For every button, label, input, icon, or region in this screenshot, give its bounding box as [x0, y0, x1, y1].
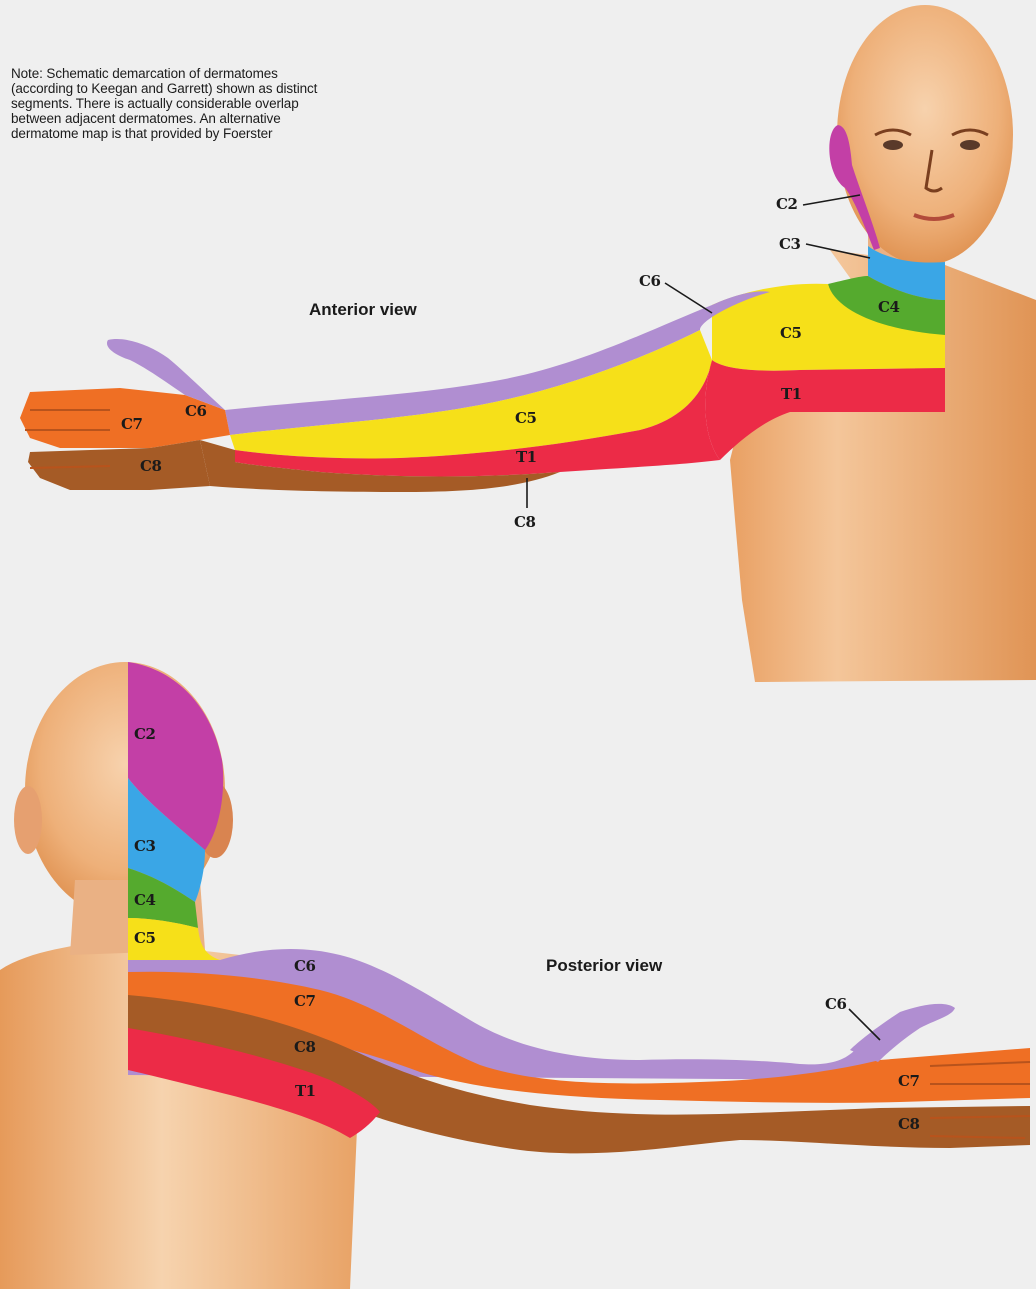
- anterior-label-c8-hand: C8: [140, 457, 161, 475]
- posterior-label-c8-hand: C8: [898, 1115, 919, 1133]
- note-line: between adjacent dermatomes. An alternat…: [11, 111, 461, 126]
- anterior-label-t1-chest: T1: [781, 385, 802, 403]
- posterior-c6-thumb-zone: [850, 1004, 955, 1062]
- posterior-label-t1-band: T1: [295, 1082, 316, 1100]
- posterior-view-title: Posterior view: [546, 956, 662, 976]
- posterior-label-c6-band: C6: [294, 957, 315, 975]
- note-line: segments. There is actually considerable…: [11, 96, 461, 111]
- posterior-label-c7-hand: C7: [898, 1072, 919, 1090]
- note-line: Note: Schematic demarcation of dermatome…: [11, 66, 461, 81]
- posterior-label-c6-thumb: C6: [825, 995, 846, 1013]
- anterior-label-c6-upper: C6: [639, 272, 660, 290]
- posterior-label-c8-band: C8: [294, 1038, 315, 1056]
- anterior-label-t1-forearm: T1: [516, 448, 537, 466]
- note-line: (according to Keegan and Garrett) shown …: [11, 81, 461, 96]
- dermatome-note: Note: Schematic demarcation of dermatome…: [11, 66, 461, 141]
- posterior-leader-lines: [849, 1009, 880, 1040]
- posterior-label-c5: C5: [134, 929, 155, 947]
- anterior-label-c6-thumb: C6: [185, 402, 206, 420]
- anterior-label-c7-hand: C7: [121, 415, 142, 433]
- anterior-label-c5-forearm: C5: [515, 409, 536, 427]
- posterior-label-c7-band: C7: [294, 992, 315, 1010]
- anterior-label-c2: C2: [776, 195, 797, 213]
- posterior-label-c2: C2: [134, 725, 155, 743]
- anterior-label-c5-shoulder: C5: [780, 324, 801, 342]
- anterior-view-title: Anterior view: [309, 300, 417, 320]
- note-line: dermatome map is that provided by Foerst…: [11, 126, 461, 141]
- anterior-label-c4: C4: [878, 298, 899, 316]
- posterior-label-c3: C3: [134, 837, 155, 855]
- posterior-label-c4: C4: [134, 891, 155, 909]
- anterior-label-c3: C3: [779, 235, 800, 253]
- posterior-figure: [0, 662, 1030, 1289]
- anterior-label-c8-arm: C8: [514, 513, 535, 531]
- posterior-ear-left: [14, 786, 42, 854]
